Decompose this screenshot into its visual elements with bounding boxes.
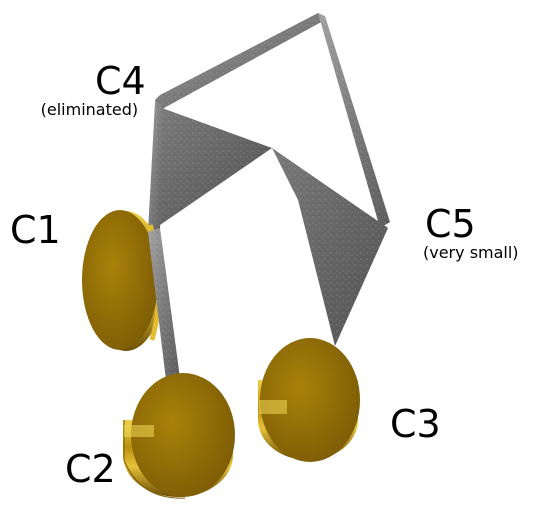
label-c3: C3	[390, 405, 441, 443]
triangle-plates	[160, 108, 388, 346]
label-c4-text: C4	[95, 59, 146, 103]
label-c2-text: C2	[65, 447, 116, 491]
label-c5: C5 (very small)	[423, 202, 519, 262]
upper-frame	[155, 13, 390, 228]
label-c3-text: C3	[390, 402, 441, 446]
label-c4: C4 (eliminated)	[41, 59, 146, 118]
link-c1-c2	[148, 228, 180, 380]
disc-c2	[123, 373, 235, 499]
label-c4-note: (eliminated)	[40, 100, 139, 119]
label-c1: C1	[10, 211, 61, 249]
post-c4-c1	[148, 102, 164, 232]
disc-c3	[258, 338, 360, 462]
label-c5-text: C5	[425, 202, 476, 246]
label-c5-note: (very small)	[423, 243, 519, 262]
label-c1-text: C1	[10, 208, 61, 252]
label-c2: C2	[65, 450, 116, 488]
